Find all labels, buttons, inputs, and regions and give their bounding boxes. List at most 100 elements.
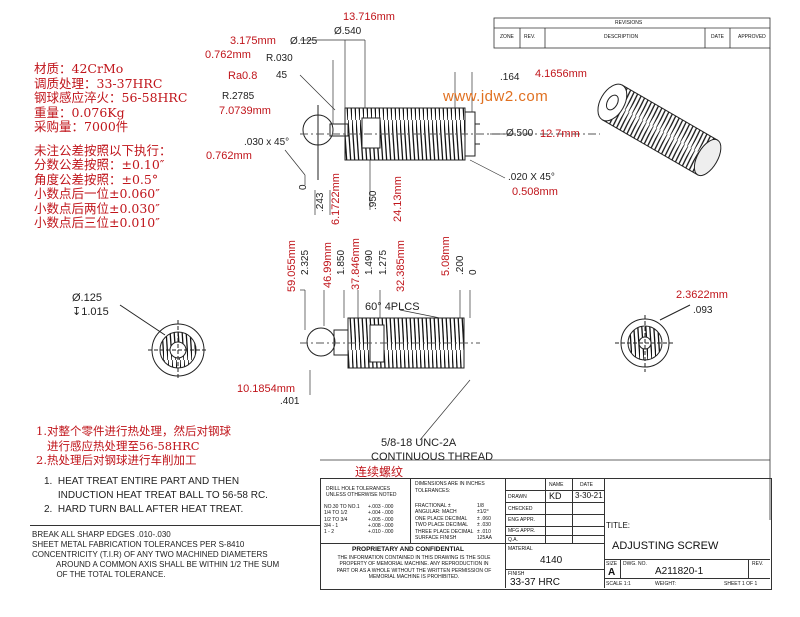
- gen-note-line: BREAK ALL SHARP EDGES .010-.030: [32, 530, 171, 539]
- note-line: 2. HARD TURN BALL AFTER HEAT TREAT.: [44, 504, 244, 515]
- dim-v1490: 1.490: [364, 249, 375, 275]
- rev-label: REV.: [752, 561, 764, 567]
- thread-spec: 5/8-18 UNC-2A: [381, 437, 457, 449]
- watermark: www.jdw2.com: [443, 88, 549, 105]
- front-view-part: [300, 317, 480, 369]
- dims-val: ± .010: [477, 528, 491, 535]
- cn-spec-line: 钢球感应淬火：56-58HRC: [34, 90, 188, 106]
- dwg-number: A211820-1: [655, 566, 704, 577]
- cn-tol-line: 小数点后两位±0.030″: [34, 200, 160, 216]
- dim-phi125: Ø.125: [290, 36, 318, 47]
- revisions-title: REVISIONS: [615, 20, 643, 26]
- dims-label: ONE PLACE DECIMAL: [415, 515, 468, 522]
- dim-v2325: 2.325: [300, 249, 311, 275]
- cn-tolerance-block: 未注公差按照以下执行： 分数公差按照：±0.10″ 角度公差按照：±0.5° 小…: [34, 143, 172, 231]
- gen-note-line: SHEET METAL FABRICATION TOLERANCES PER S…: [32, 540, 245, 549]
- prop-line: MEMORIAL MACHINE IS PROHIBITED.: [368, 573, 460, 580]
- iso-view-part: [597, 83, 722, 177]
- drill-size: 3/4 - 1: [324, 522, 339, 529]
- thread-cn: 连续螺纹: [355, 465, 404, 479]
- top-view-part: [300, 105, 600, 180]
- dim-v32385: 32.385mm: [395, 240, 407, 292]
- cn-spec-line: 调质处理：33-37HRC: [34, 75, 163, 91]
- dim-ra08: Ra0.8: [228, 70, 258, 82]
- drill-tol: +.005 -.000: [368, 516, 394, 523]
- dims-val: ± .030: [477, 522, 491, 529]
- dim-3175: 3.175mm: [230, 35, 276, 47]
- dim-0540: Ø.540: [334, 26, 362, 37]
- dims-rows: FRACTIONAL ± 1/8 ANGULAR: MACH ±1/2° ONE P…: [415, 503, 492, 541]
- dim-v0-front: 0: [468, 269, 479, 275]
- dim-13716: 13.716mm: [343, 11, 395, 23]
- dim-41656: 4.1656mm: [535, 68, 587, 80]
- dim-23622: 2.3622mm: [676, 289, 728, 301]
- rev-col-approved: APPROVED: [738, 34, 766, 40]
- dim-phi125-end: Ø.125: [72, 292, 102, 304]
- dim-v0-top: 0: [298, 184, 309, 190]
- frame-lines: [320, 17, 771, 520]
- cn-tol-line: 小数点后一位±0.060″: [34, 186, 160, 202]
- dims-row: SURFACE FINISH 125AA: [415, 535, 492, 541]
- gen-note-line: OF THE TOTAL TOLERANCE.: [32, 570, 166, 579]
- dim-cham020: .020 X 45°: [508, 172, 555, 183]
- title-label: TITLE:: [606, 521, 631, 530]
- cn-spec-block: 材质：42CrMo 调质处理：33-37HRC 钢球感应淬火：56-58HRC …: [34, 61, 188, 135]
- dim-0762a: 0.762mm: [205, 49, 251, 61]
- dims-row: ONE PLACE DECIMAL ± .060: [415, 516, 492, 522]
- cn-notes: 1.对整个零件进行热处理，然后对钢球 进行感应热处理至56-58HRC 2.热处…: [36, 424, 231, 468]
- dims-val: 125AA: [477, 535, 493, 542]
- gen-note-line: AROUND A COMMON AXIS SHALL BE WITHIN 1/2…: [32, 560, 280, 569]
- dim-500: Ø.500: [506, 128, 534, 139]
- dims-label: FRACTIONAL ±: [415, 503, 451, 509]
- size-label: SIZE: [606, 561, 618, 567]
- dims-val: ±1/2°: [477, 509, 489, 516]
- thread-desc: CONTINUOUS THREAD: [371, 451, 494, 463]
- sheet-text: SHEET 1 OF 1: [724, 581, 758, 587]
- front-dim-lines: [300, 289, 471, 441]
- dims-val: ± .060: [477, 515, 491, 522]
- proprietary-text: THE INFORMATION CONTAINED IN THIS DRAWIN…: [324, 555, 504, 580]
- dim-v508: 5.08mm: [440, 236, 452, 276]
- appr-eng-label: ENG APPR.: [508, 517, 535, 523]
- dims-head-2: TOLERANCES:: [415, 488, 451, 494]
- cn-tol-line: 小数点后三位±0.010″: [34, 215, 160, 231]
- approvals-col-name: NAME: [549, 482, 564, 488]
- left-end-view: [119, 304, 208, 380]
- dim-v61722: 6.1722mm: [330, 173, 342, 225]
- appr-drawn-name: KD: [549, 491, 562, 501]
- dims-row: FRACTIONAL ± 1/8: [415, 503, 492, 509]
- material-label: MATERIAL: [508, 546, 533, 552]
- drill-rows: NO.30 TO NO.1+.003 -.000 1/4 TO 1/2+.004…: [324, 504, 393, 535]
- rev-col-desc: DESCRIPTION: [604, 34, 639, 40]
- drill-tol: +.003 -.000: [368, 504, 394, 510]
- weight-text: WEIGHT:: [655, 581, 676, 587]
- dims-val: 1/8: [477, 503, 484, 509]
- drill-row: 1/2 TO 3/4+.005 -.000: [324, 517, 393, 523]
- dims-row: THREE PLACE DECIMAL± .010: [415, 529, 492, 535]
- drill-row: 1 - 2+.010 -.000: [324, 529, 393, 535]
- appr-checked-label: CHECKED: [508, 506, 533, 512]
- appr-drawn-date: 3-30-21: [575, 491, 603, 500]
- cn-spec-line: 材质：42CrMo: [34, 61, 124, 76]
- notes: 1. HEAT TREAT ENTIRE PART AND THEN INDUC…: [44, 475, 268, 517]
- dims-label: ANGULAR: MACH: [415, 509, 457, 516]
- right-end-view: [615, 304, 691, 372]
- dim-depth: ↧1.015: [72, 306, 109, 318]
- proprietary-title: PROPRIETARY AND CONFIDENTIAL: [352, 546, 464, 553]
- dim-v1850: 1.850: [336, 249, 347, 275]
- drill-tol: +.004 -.000: [368, 510, 394, 517]
- dim-v59055: 59.055mm: [286, 240, 298, 292]
- finish-value: 33-37 HRC: [510, 577, 561, 588]
- drill-row: 3/4 - 1+.008 -.000: [324, 523, 393, 529]
- cn-note-line: 进行感应热处理至56-58HRC: [36, 438, 200, 453]
- drill-size: 1 - 2: [324, 529, 335, 536]
- size-value: A: [608, 567, 616, 578]
- rev-col-zone: ZONE: [500, 34, 514, 40]
- general-notes: BREAK ALL SHARP EDGES .010-.030 SHEET ME…: [32, 530, 279, 580]
- material-value: 4140: [540, 555, 563, 566]
- dim-0762b: 0.762mm: [206, 150, 252, 162]
- note-line: 1. HEAT TREAT ENTIRE PART AND THEN: [44, 476, 240, 487]
- cn-tol-line: 角度公差按照：±0.5°: [34, 171, 159, 187]
- dims-label: SURFACE FINISH: [415, 535, 457, 542]
